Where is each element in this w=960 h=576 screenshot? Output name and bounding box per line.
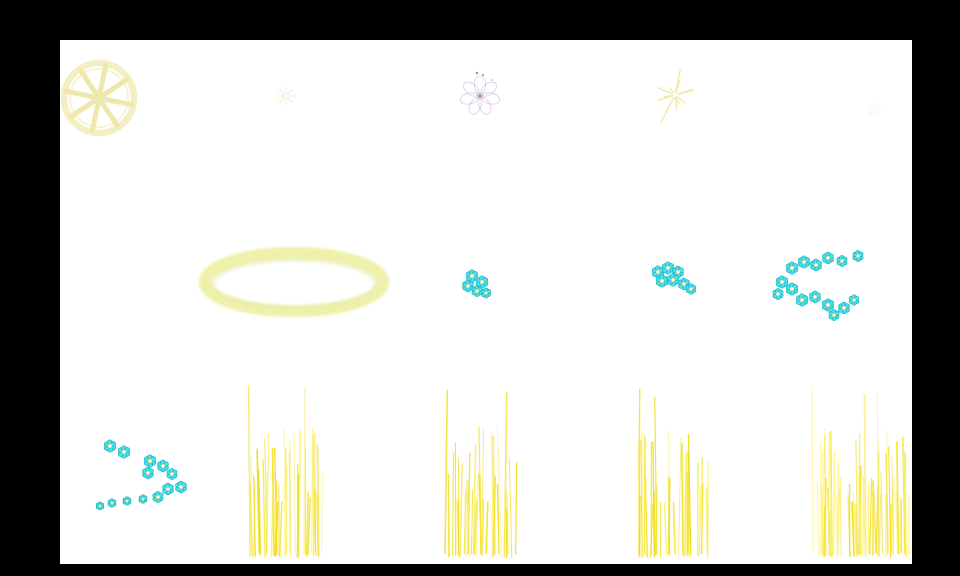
letterbox-bar-left (0, 40, 60, 564)
sketch-flower-stamp (452, 66, 508, 122)
halo-ring-stamp (195, 243, 393, 321)
starburst-stamp (644, 64, 706, 126)
grass-tuft-4 (810, 385, 912, 558)
flower-cluster-a (458, 266, 498, 302)
grass-tuft-2 (442, 389, 520, 558)
grass-tuft-3 (636, 388, 712, 558)
drawing-canvas[interactable] (60, 40, 912, 564)
small-blossom-stamp (276, 86, 296, 106)
wheel-flower-stamp (59, 57, 139, 139)
letterbox-bar-bottom (0, 564, 960, 576)
flower-cluster-d (94, 430, 190, 512)
letterbox-bar-top (0, 0, 960, 40)
grass-tuft-1 (247, 385, 325, 558)
flower-cluster-c (768, 248, 876, 334)
faint-sparkle-stamp (866, 102, 882, 118)
flower-cluster-b (646, 258, 702, 302)
letterbox-bar-right (912, 40, 960, 564)
